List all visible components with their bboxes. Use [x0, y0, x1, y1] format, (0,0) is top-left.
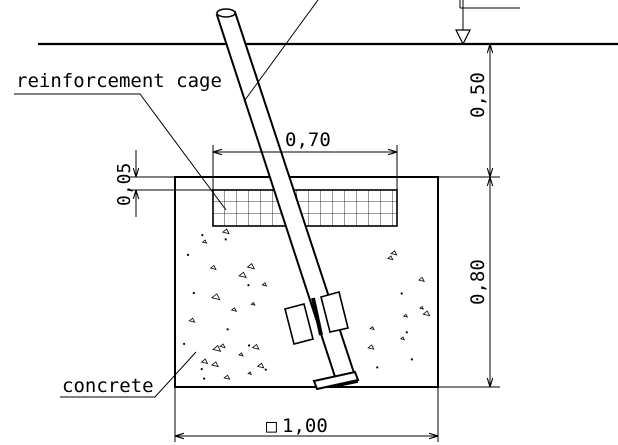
foundation-width-dimension [174, 387, 439, 442]
pole [215, 8, 360, 391]
leader-reinforcement [14, 93, 227, 211]
leader-pole [244, 0, 319, 101]
vertical-dimensions-right [438, 44, 500, 388]
leader-concrete [60, 351, 197, 398]
cage-offset-label: 0,05 [114, 163, 135, 206]
square-section-symbol: □ [266, 416, 277, 437]
cage-width-label: 0,70 [285, 129, 331, 151]
level-triangle-icon [455, 0, 520, 46]
cage-width-dimension [212, 145, 398, 190]
concrete-aggregate-texture [182, 228, 431, 380]
concrete-label: concrete [62, 375, 154, 397]
cage-offset-dimension [128, 150, 213, 217]
depth-top-label: 0,50 [467, 72, 489, 118]
reinforcement-cage [212, 189, 398, 227]
anchor-plates [284, 291, 349, 345]
foundation-depth-label: 0,80 [467, 259, 489, 305]
reinforcement-label: reinforcement cage [16, 70, 222, 92]
foundation-width-label: 1,00 [282, 415, 328, 437]
